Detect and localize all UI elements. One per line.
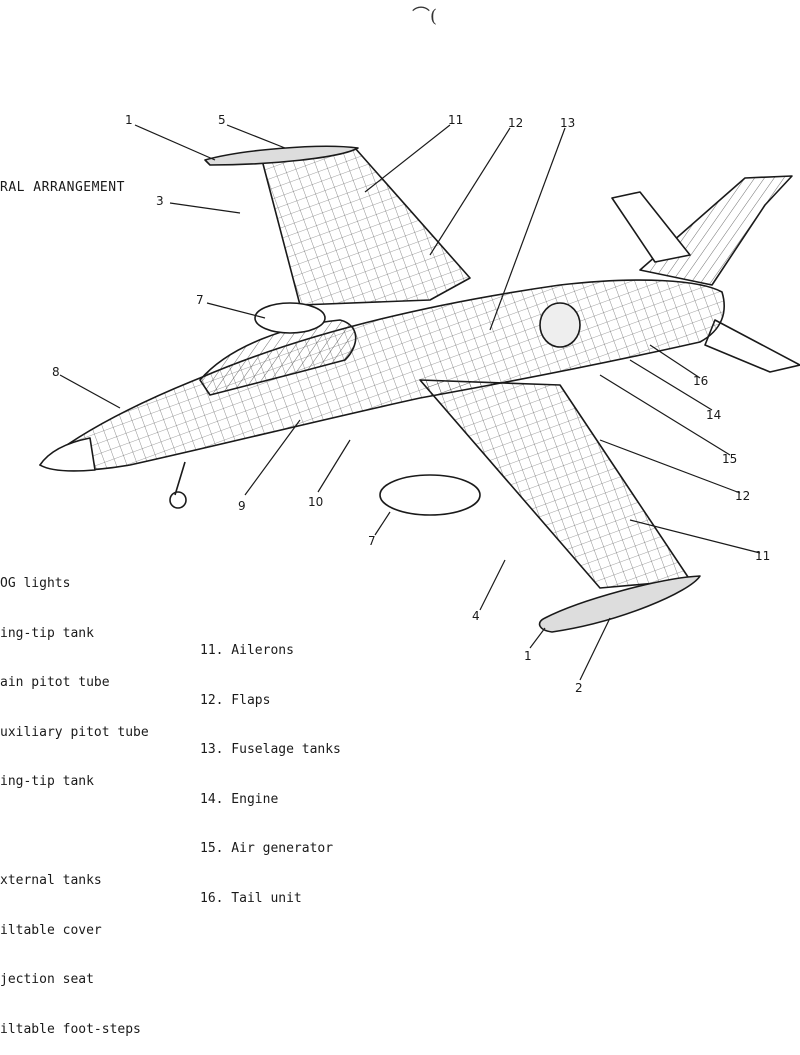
legend-item: 11. Ailerons — [200, 643, 294, 658]
legend-item: iltable foot-steps — [0, 1021, 141, 1037]
callout-4: 4 — [472, 609, 480, 623]
engine-intake — [539, 302, 581, 348]
legend-item: 13. Fuselage tanks — [200, 742, 341, 757]
tailplane-lower — [704, 319, 800, 373]
callout-11-top: 11 — [448, 113, 463, 127]
callout-9: 9 — [238, 499, 246, 513]
callout-7-top: 7 — [196, 293, 204, 307]
legend-item: OG lights — [0, 576, 71, 591]
callout-1-top: 1 — [125, 113, 133, 127]
top-mark: ⌒( — [412, 6, 437, 27]
canopy — [199, 319, 357, 396]
callout-11-bottom: 11 — [755, 549, 770, 563]
callout-7-bottom: 7 — [368, 534, 376, 548]
callout-12-bottom: 12 — [735, 489, 750, 503]
legend-item: uxiliary pitot tube — [0, 724, 149, 740]
callout-12-top: 12 — [508, 116, 523, 130]
external-tank-upper — [254, 302, 326, 334]
callout-14: 14 — [706, 408, 721, 422]
right-wing-tip-tank — [538, 575, 701, 633]
callout-16: 16 — [693, 374, 708, 388]
callout-1-bottom: 1 — [524, 649, 532, 663]
legend-item: ing-tip tank — [0, 774, 94, 789]
callout-10: 10 — [308, 495, 323, 509]
landing-gear — [169, 461, 187, 509]
tailplane-upper — [611, 191, 691, 263]
callout-13: 13 — [560, 116, 575, 130]
legend-item — [0, 824, 149, 841]
aircraft — [39, 145, 800, 633]
legend-item: 15. Air generator — [200, 841, 334, 856]
legend-item: jection seat — [0, 972, 94, 987]
callout-numbers: 1 5 11 12 13 3 7 8 9 10 16 14 15 12 7 11… — [52, 113, 770, 695]
legend-item: xternal tanks — [0, 873, 102, 888]
page-title: RAL ARRANGEMENT — [0, 180, 125, 195]
callout-3: 3 — [156, 194, 164, 208]
aircraft-cutaway-diagram: ⌒( 1 5 — [39, 6, 800, 695]
callout-8: 8 — [52, 365, 60, 379]
legend-left: OG lights ing-tip tank ain pitot tube ux… — [0, 543, 149, 1055]
left-wing — [261, 147, 471, 306]
fuselage — [39, 279, 725, 472]
legend-item: 12. Flaps — [200, 692, 271, 708]
legend-item: ain pitot tube — [0, 675, 110, 690]
callout-5: 5 — [218, 113, 226, 127]
legend-item: ing-tip tank — [0, 625, 94, 641]
callout-15: 15 — [722, 452, 737, 466]
legend-item: iltable cover — [0, 922, 102, 938]
legend-item: 16. Tail unit — [200, 890, 302, 906]
left-wing-tip-tank — [204, 145, 359, 166]
leader-lines — [59, 124, 761, 681]
external-tank-lower — [379, 474, 481, 516]
callout-2: 2 — [575, 681, 583, 695]
nose — [39, 437, 96, 472]
legend-right: 11. Ailerons 12. Flaps 13. Fuselage tank… — [200, 610, 341, 924]
